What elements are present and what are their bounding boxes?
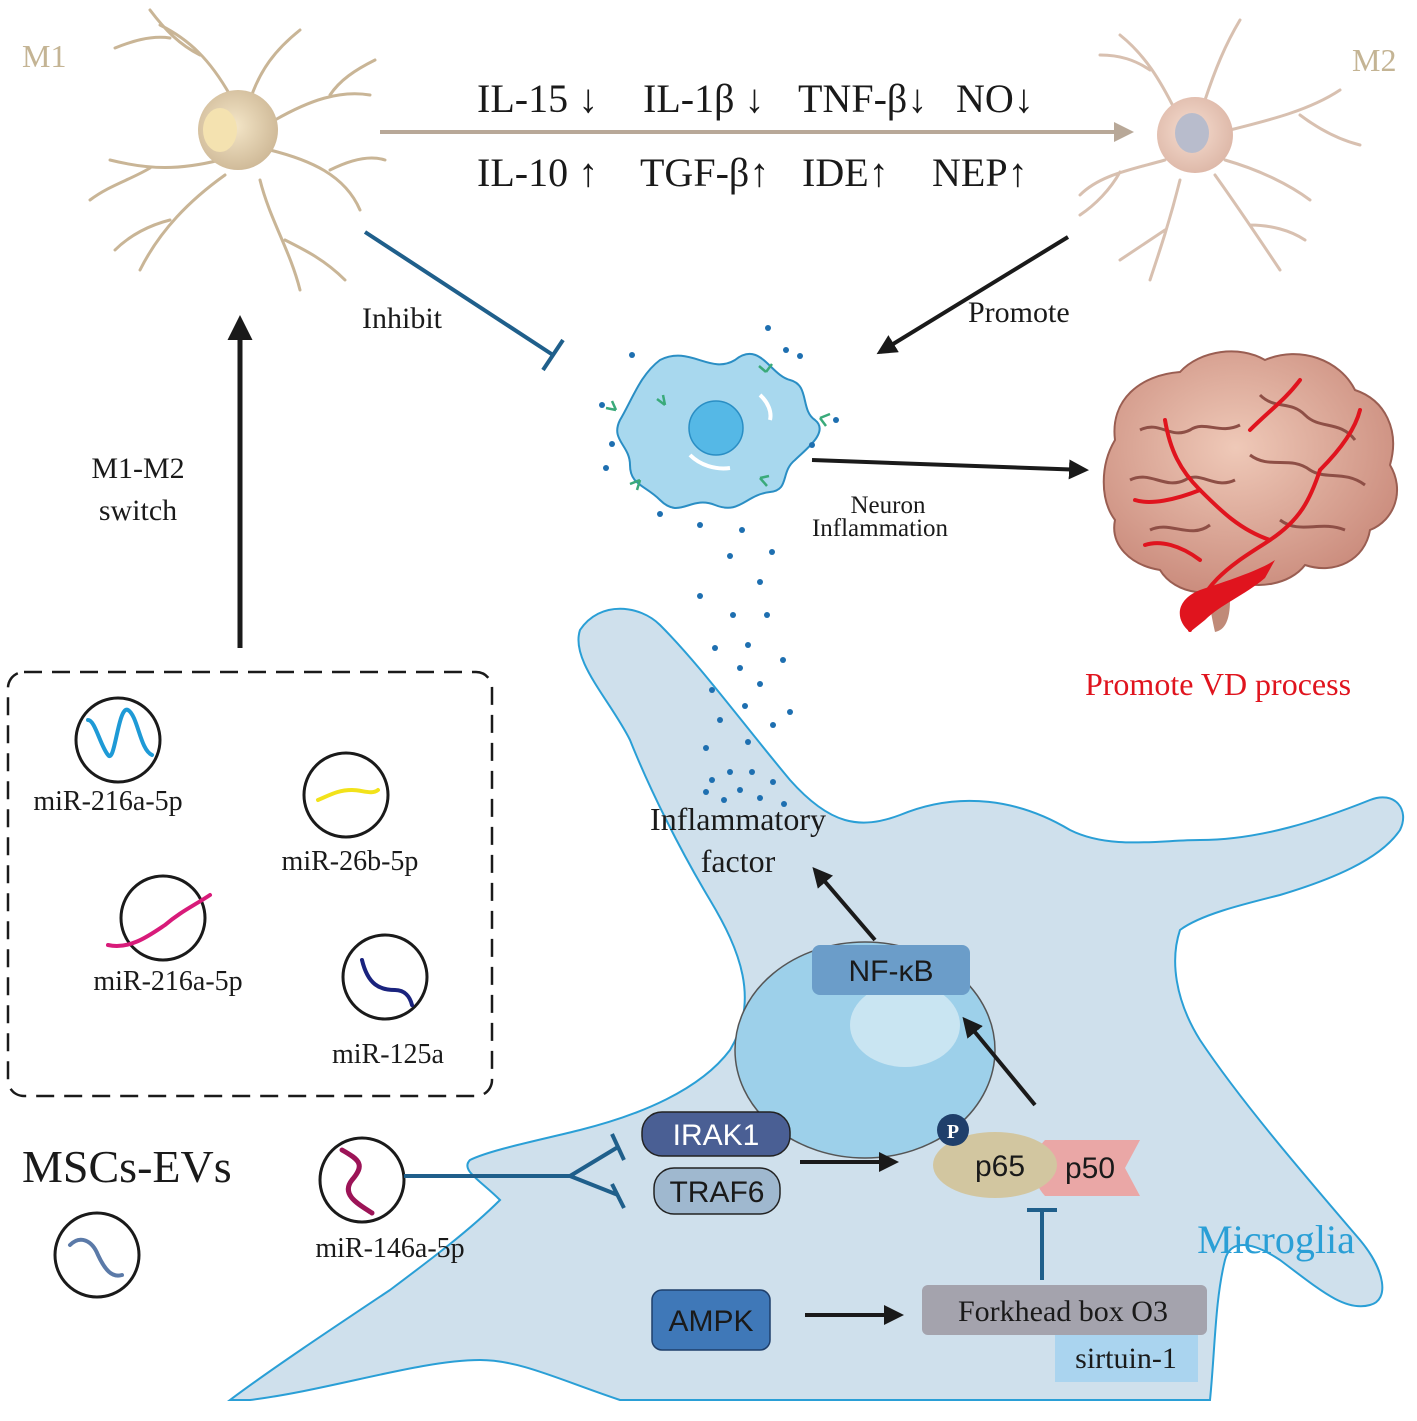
m2-cell bbox=[1078, 18, 1362, 282]
foxo3-label: Forkhead box O3 bbox=[958, 1295, 1168, 1328]
cytokine-no: NO↓ bbox=[956, 76, 1034, 121]
nfkb-box bbox=[812, 945, 970, 995]
m2-nucleus bbox=[1175, 113, 1209, 153]
to-inflammatory-arrow bbox=[812, 866, 877, 942]
switch-label-line1: M1-M2 bbox=[91, 452, 184, 485]
inhibit-line bbox=[363, 230, 555, 357]
traf6-box bbox=[653, 1167, 781, 1215]
m1-label: M1 bbox=[22, 38, 66, 74]
ampk-label: AMPK bbox=[668, 1305, 753, 1338]
neuron-inflammation-line1: Neuron bbox=[851, 492, 926, 519]
inhibit-bar bbox=[541, 338, 565, 372]
p50-label: p50 bbox=[1065, 1152, 1115, 1185]
microglia-label: Microglia bbox=[1197, 1217, 1355, 1262]
mirna-3-label: miR-216a-5p bbox=[93, 966, 242, 997]
foxo3-box bbox=[922, 1285, 1207, 1335]
mscs-evs-label: MSCs-EVs bbox=[22, 1141, 232, 1192]
mirna-4-label: miR-125a bbox=[332, 1039, 445, 1070]
neuron-inflammation-line2: Inflammation bbox=[812, 515, 949, 542]
phospho-label: P bbox=[947, 1121, 959, 1143]
cytokine-il15: IL-15 ↓ bbox=[477, 76, 598, 121]
mirna-dashed-box bbox=[6, 670, 494, 1098]
inflammatory-line1: Inflammatory bbox=[650, 801, 826, 837]
vd-process-label: Promote VD process bbox=[1085, 666, 1351, 702]
m2-label: M2 bbox=[1352, 42, 1396, 78]
irak1-label: IRAK1 bbox=[673, 1119, 760, 1152]
switch-label-line2: switch bbox=[99, 494, 177, 527]
cytokine-il1b: IL-1β ↓ bbox=[643, 76, 764, 121]
m1-nucleus bbox=[203, 108, 237, 152]
cytokine-tgfb: TGF-β↑ bbox=[640, 150, 769, 195]
nfkb-label: NF-κB bbox=[849, 955, 934, 988]
sirtuin-box bbox=[1055, 1332, 1198, 1382]
mirna-2-label: miR-26b-5p bbox=[282, 846, 419, 877]
mirna-2 bbox=[302, 751, 390, 839]
p65-label: p65 bbox=[975, 1150, 1025, 1183]
inflammatory-line2: factor bbox=[701, 843, 776, 879]
cytokine-ide: IDE↑ bbox=[802, 150, 889, 195]
mirna-1 bbox=[74, 696, 162, 784]
to-brain-arrow bbox=[811, 458, 1089, 480]
promote-arrow bbox=[876, 235, 1070, 355]
ampk-box bbox=[651, 1289, 771, 1351]
nucleus-highlight bbox=[850, 983, 960, 1067]
p50-shape bbox=[1033, 1140, 1140, 1196]
inhibit-label: Inhibit bbox=[362, 302, 443, 335]
cytokine-tnfb: TNF-β↓ bbox=[798, 76, 927, 121]
activated-cell bbox=[605, 352, 831, 510]
mirna-4 bbox=[341, 933, 429, 1021]
cytokine-nep: NEP↑ bbox=[932, 150, 1028, 195]
m1-cell bbox=[88, 8, 387, 292]
mir146-inhibition bbox=[404, 1133, 626, 1209]
inflammatory-dots bbox=[599, 325, 839, 807]
cytokine-il10: IL-10 ↑ bbox=[477, 150, 598, 195]
phospho-badge bbox=[937, 1114, 969, 1146]
traf6-label: TRAF6 bbox=[669, 1176, 764, 1209]
sirtuin-label: sirtuin-1 bbox=[1075, 1342, 1177, 1375]
p65-shape bbox=[933, 1132, 1057, 1198]
to-nfkb-arrow bbox=[962, 1016, 1037, 1107]
mscs-evs-vesicle bbox=[53, 1211, 141, 1299]
mir146-vesicle bbox=[318, 1136, 406, 1224]
mirna-1-label: miR-216a-5p bbox=[33, 786, 182, 817]
irak1-box bbox=[641, 1111, 791, 1157]
mir146-label: miR-146a-5p bbox=[315, 1233, 464, 1264]
promote-label: Promote bbox=[968, 296, 1070, 329]
brain-illustration bbox=[1102, 350, 1399, 632]
mirna-3 bbox=[106, 874, 212, 962]
